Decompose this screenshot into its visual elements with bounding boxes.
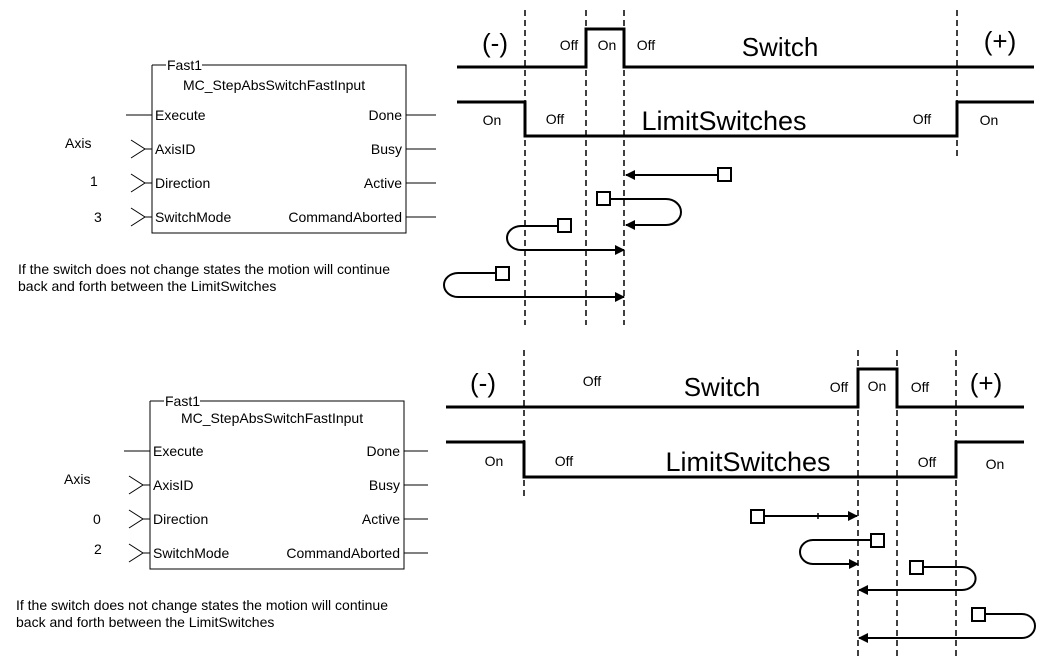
bottom-value-direction: 0	[93, 511, 101, 527]
top-note: If the switch does not change states the…	[18, 261, 438, 295]
top-input-direction: Direction	[155, 175, 210, 191]
bottom-note: If the switch does not change states the…	[16, 597, 436, 631]
top-switch-state-1: Off	[560, 37, 579, 53]
top-start-marker-2	[596, 191, 611, 206]
bottom-input-direction: Direction	[153, 511, 208, 527]
bottom-guide-lines	[523, 350, 957, 660]
top-motion-path-3	[506, 225, 625, 255]
bottom-value-switchmode: 2	[94, 541, 102, 557]
top-output-active: Active	[364, 175, 402, 191]
bottom-motion-path-2	[799, 539, 871, 569]
top-start-marker-1	[717, 167, 732, 182]
bottom-input-switchmode: SwitchMode	[153, 545, 229, 561]
top-block-type: MC_StepAbsSwitchFastInput	[183, 77, 365, 93]
top-output-done: Done	[369, 107, 403, 123]
bottom-pos-label: (+)	[970, 368, 1003, 398]
top-value-switchmode: 3	[94, 209, 102, 225]
bottom-switch-title: Switch	[684, 372, 761, 402]
top-limit-title: LimitSwitches	[641, 106, 806, 136]
top-note-line-2: back and forth between the LimitSwitches	[18, 278, 277, 294]
bottom-output-commandaborted: CommandAborted	[286, 545, 400, 561]
top-input-execute: Execute	[155, 107, 206, 123]
bottom-note-line-1: If the switch does not change states the…	[16, 597, 388, 613]
top-limit-state-2: Off	[546, 111, 565, 127]
top-switch-title: Switch	[742, 32, 819, 62]
bottom-output-active: Active	[362, 511, 400, 527]
bottom-block-type: MC_StepAbsSwitchFastInput	[181, 410, 363, 426]
top-input-axisid: AxisID	[155, 141, 195, 157]
top-value-axis: Axis	[65, 135, 91, 151]
bottom-limit-title: LimitSwitches	[665, 447, 830, 477]
bottom-start-marker-4	[971, 607, 986, 622]
top-neg-label: (-)	[482, 28, 508, 58]
top-start-marker-4	[495, 266, 510, 281]
bottom-limit-state-2: Off	[555, 453, 574, 469]
bottom-start-marker-3	[909, 560, 924, 575]
bottom-start-marker-1	[750, 509, 765, 524]
top-switch-state-3: Off	[637, 37, 656, 53]
top-value-direction: 1	[90, 173, 98, 189]
bottom-motion-path-4	[858, 613, 1036, 643]
bottom-function-block: Fast1 MC_StepAbsSwitchFastInput Execute …	[64, 393, 428, 570]
bottom-limit-state-4: On	[986, 456, 1005, 472]
bottom-motion-path-3	[858, 566, 977, 595]
bottom-instance-name: Fast1	[165, 393, 200, 409]
top-switch-signal	[457, 27, 1034, 69]
bottom-input-execute: Execute	[153, 443, 204, 459]
bottom-limit-state-1: On	[485, 453, 504, 469]
bottom-limit-state-3: Off	[918, 454, 937, 470]
top-timing-diagram: (-) (+) Switch LimitSwitches Off On Off …	[443, 10, 1034, 325]
bottom-timing-diagram: (-) (+) Switch LimitSwitches Off Off On …	[446, 350, 1036, 660]
top-guide-lines	[524, 10, 958, 325]
bottom-value-axis: Axis	[64, 471, 90, 487]
top-limit-signal	[457, 100, 1034, 138]
bottom-neg-label: (-)	[470, 368, 496, 398]
top-input-switchmode: SwitchMode	[155, 209, 231, 225]
top-note-line-1: If the switch does not change states the…	[18, 261, 390, 277]
bottom-switch-signal	[446, 367, 1024, 409]
top-function-block: Fast1 MC_StepAbsSwitchFastInput Execute …	[65, 57, 436, 234]
top-limit-state-4: On	[980, 112, 999, 128]
top-limit-state-3: Off	[913, 111, 932, 127]
bottom-switch-state-1: Off	[583, 373, 602, 389]
top-motion-path-4	[443, 272, 625, 302]
bottom-limit-signal	[446, 440, 1024, 479]
bottom-switch-state-3: On	[868, 378, 887, 394]
top-output-busy: Busy	[371, 141, 402, 157]
bottom-switch-state-2: Off	[830, 379, 849, 395]
top-motion-path-2	[610, 198, 682, 230]
top-output-commandaborted: CommandAborted	[288, 209, 402, 225]
bottom-note-line-2: back and forth between the LimitSwitches	[16, 614, 275, 630]
bottom-output-busy: Busy	[369, 477, 400, 493]
bottom-output-done: Done	[367, 443, 401, 459]
bottom-input-axisid: AxisID	[153, 477, 193, 493]
top-switch-state-2: On	[598, 37, 617, 53]
top-instance-name: Fast1	[167, 57, 202, 73]
top-limit-state-1: On	[483, 112, 502, 128]
top-pos-label: (+)	[984, 26, 1017, 56]
top-start-marker-3	[557, 218, 572, 233]
bottom-start-marker-2	[870, 533, 885, 548]
bottom-switch-state-4: Off	[911, 379, 930, 395]
